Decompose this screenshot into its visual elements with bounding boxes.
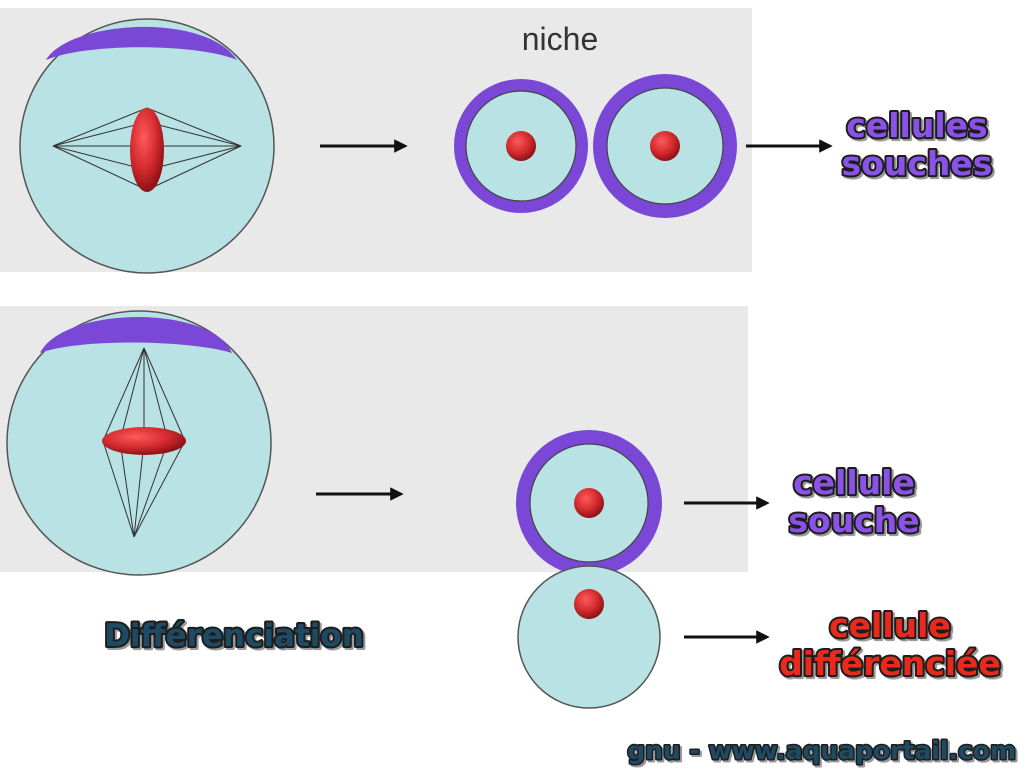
daughter-stem-cell	[516, 430, 662, 576]
stem-cells-label-line2: souches	[842, 144, 993, 183]
chromosomes-horizontal	[102, 427, 186, 455]
symmetric-division-panel: niche cellules souches	[0, 8, 995, 274]
parent-cell-top	[19, 18, 275, 274]
stem-cell-label: cellule souche	[786, 461, 921, 542]
stem-cells-label: cellules souches	[840, 104, 995, 185]
nucleus	[574, 488, 604, 518]
stem-cells-label-line1: cellules	[846, 106, 987, 145]
differentiated-cell-label-line1: cellule	[829, 606, 951, 645]
stem-cell-label-line2: souche	[788, 501, 919, 540]
nucleus	[574, 589, 604, 619]
mitotic-spindle-bottom	[102, 347, 186, 538]
niche-cap-top	[46, 26, 237, 60]
differentiated-cell-label: cellule différenciée	[777, 604, 1003, 685]
credit-text: gnu - www.aquaportail.com	[627, 736, 1016, 765]
parent-cell-bottom	[6, 310, 272, 576]
mitotic-spindle-top	[52, 107, 242, 191]
asymmetric-division-panel: cellule souche cellule différenciée Diff…	[0, 306, 1003, 709]
daughter-stem-cell-right	[593, 74, 737, 218]
niche-cap-bottom	[40, 317, 232, 353]
nucleus	[650, 131, 680, 161]
nucleus	[506, 131, 536, 161]
stem-cell-label-line1: cellule	[793, 463, 915, 502]
differentiation-label: Différenciation	[104, 618, 364, 654]
daughter-differentiated-cell	[517, 565, 661, 709]
chromosomes-vertical	[130, 108, 164, 192]
daughter-stem-cell-left	[454, 79, 588, 213]
differentiated-cell-label-line2: différenciée	[779, 644, 1001, 683]
credit: gnu - www.aquaportail.com	[626, 735, 1018, 767]
niche-label: niche	[522, 21, 599, 57]
process-label: Différenciation	[102, 616, 366, 656]
